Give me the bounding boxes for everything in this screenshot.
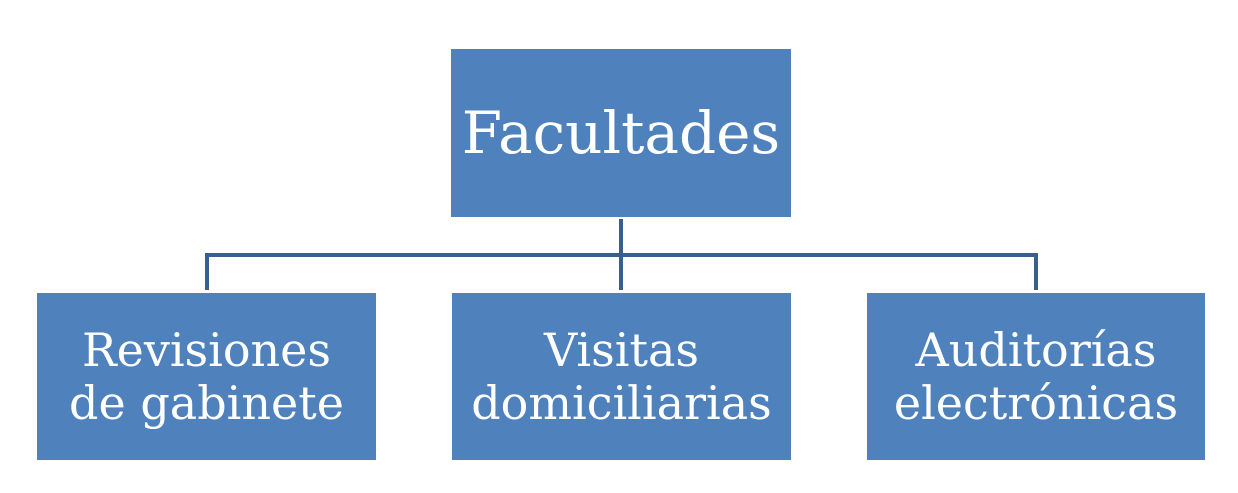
- child-node-label-line: Visitas: [544, 322, 699, 377]
- child-node-label-line: domiciliarias: [471, 375, 772, 430]
- child-node-box: Auditorías electrónicas: [867, 293, 1205, 460]
- child-node-label-line: Auditorías: [915, 322, 1157, 377]
- child-node-label-line: de gabinete: [69, 375, 344, 430]
- child-node-label-line: electrónicas: [893, 375, 1179, 430]
- root-node-label: Facultades: [461, 98, 781, 167]
- root-node-box: Facultades: [451, 49, 791, 217]
- child-node-box: Visitas domiciliarias: [452, 293, 791, 460]
- child-node-box: Revisiones de gabinete: [37, 293, 376, 460]
- child-node-label: Auditorías electrónicas: [893, 322, 1179, 430]
- child-node-label: Revisiones de gabinete: [69, 322, 344, 430]
- child-node-label-line: Revisiones: [81, 322, 331, 377]
- child-node-label: Visitas domiciliarias: [471, 322, 772, 430]
